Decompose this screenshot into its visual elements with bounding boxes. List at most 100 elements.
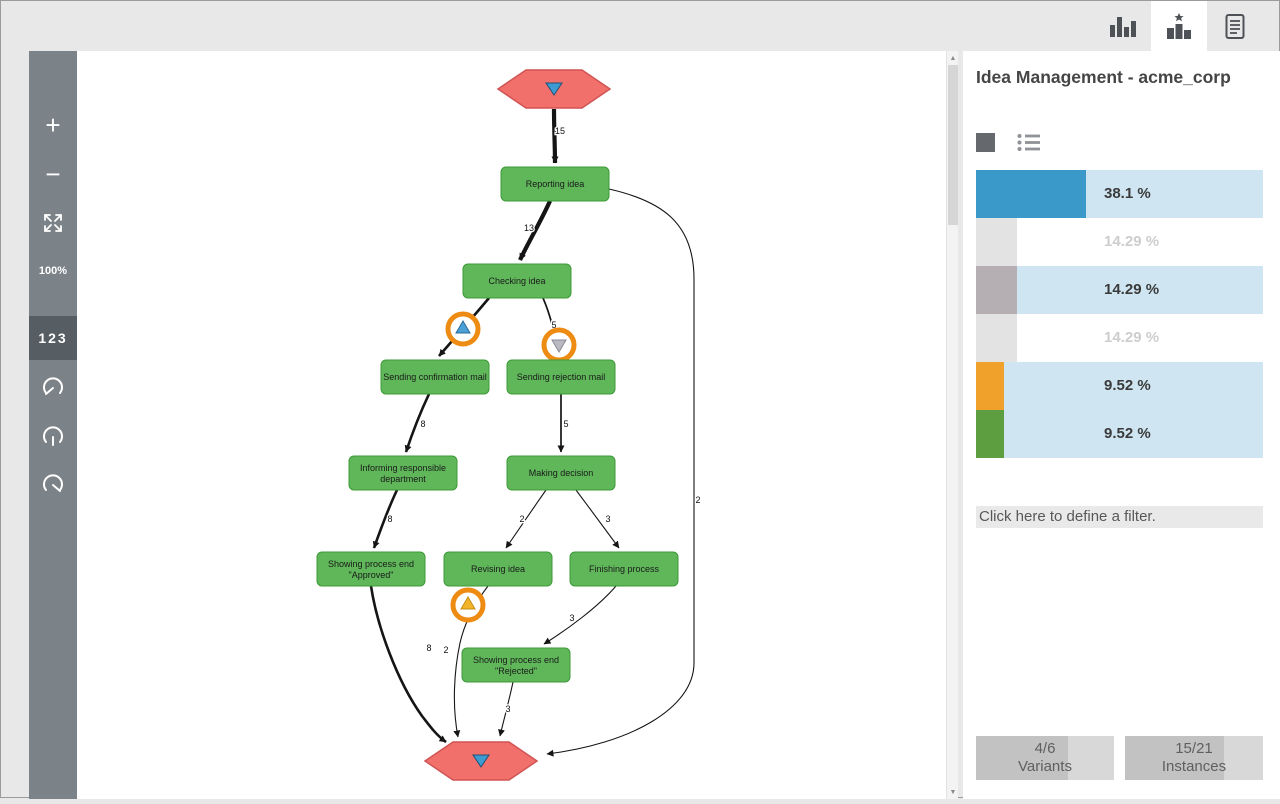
stat-value: 4/6 (1034, 740, 1056, 757)
svg-text:13: 13 (524, 223, 534, 233)
edge-labels: 15 13 8 5 8 5 8 2 3 3 8 2 3 2 (386, 125, 702, 716)
speedometer-low-icon (43, 377, 63, 395)
variant-percent: 38.1 % (1104, 185, 1151, 202)
expand-arrows-icon (44, 214, 62, 232)
node-finishing-process[interactable]: Finishing process (569, 551, 679, 587)
svg-text:"Approved": "Approved" (349, 570, 394, 580)
svg-text:8: 8 (387, 514, 392, 524)
variant-bar (976, 314, 1018, 362)
node-showing-process-end-approved[interactable]: Showing process end "Approved" (316, 551, 426, 587)
svg-text:Sending confirmation mail: Sending confirmation mail (383, 372, 487, 382)
gauge-button-2[interactable] (29, 422, 77, 450)
node-start-event[interactable] (496, 69, 612, 109)
node-informing-responsible-department[interactable]: Informing responsible department (348, 455, 458, 491)
variant-percent: 9.52 % (1104, 377, 1151, 394)
stats-row: 4/6 Variants 15/21 Instances (976, 736, 1263, 780)
canvas-scrollbar[interactable]: ▲ ▼ (946, 51, 958, 799)
scroll-up-icon[interactable]: ▲ (949, 54, 957, 62)
zoom-in-button[interactable]: + (29, 111, 77, 139)
stat-box[interactable]: 4/6 Variants (976, 736, 1114, 780)
minus-icon: − (45, 159, 61, 189)
speedometer-medium-icon (43, 426, 63, 446)
gauge-button-3[interactable] (29, 470, 77, 498)
process-map-canvas[interactable]: 15 13 8 5 8 5 8 2 3 3 8 2 3 2 (77, 51, 958, 799)
svg-text:5: 5 (563, 419, 568, 429)
frequency-toggle-button[interactable]: 123 (29, 316, 77, 360)
process-edges (369, 108, 695, 757)
variant-bar (976, 410, 1004, 458)
variant-percent: 14.29 % (1104, 281, 1160, 298)
variant-row[interactable]: 14.29 % (976, 266, 1263, 314)
fit-screen-button[interactable] (29, 211, 77, 235)
svg-text:8: 8 (426, 643, 431, 653)
tab-variants-view[interactable] (1151, 1, 1207, 51)
node-sending-rejection-mail[interactable]: Sending rejection mail (506, 359, 616, 395)
node-showing-process-end-rejected[interactable]: Showing process end "Rejected" (461, 647, 571, 683)
variant-row[interactable]: 38.1 % (976, 170, 1263, 218)
variant-row[interactable]: 14.29 % (976, 218, 1263, 266)
variant-bar (976, 170, 1087, 218)
svg-text:Showing process end: Showing process end (328, 559, 414, 569)
panel-title: Idea Management - acme_corp (976, 67, 1231, 87)
event-marker-revising[interactable] (450, 587, 486, 623)
svg-text:Checking idea: Checking idea (488, 276, 545, 286)
svg-text:Revising idea: Revising idea (471, 564, 525, 574)
stat-label: Variants (1018, 758, 1072, 775)
panel-view-icons (976, 133, 1040, 152)
list-view-icon[interactable] (1017, 133, 1040, 152)
variant-bar (976, 362, 1004, 410)
tab-report-view[interactable] (1207, 1, 1263, 51)
variant-bar (976, 218, 1018, 266)
svg-text:Informing responsible: Informing responsible (360, 463, 446, 473)
stat-label: Instances (1161, 758, 1227, 775)
view-tabs (1095, 1, 1263, 51)
variant-row[interactable]: 9.52 % (976, 362, 1263, 410)
zoom-level: 100% (38, 265, 68, 277)
variant-row[interactable]: 14.29 % (976, 314, 1263, 362)
variants-panel: Idea Management - acme_corp 38.1 % 14.29 … (963, 51, 1280, 799)
svg-text:department: department (380, 474, 426, 484)
node-reporting-idea[interactable]: Reporting idea (500, 166, 610, 202)
svg-text:8: 8 (420, 419, 425, 429)
node-sending-confirmation-mail[interactable]: Sending confirmation mail (380, 359, 490, 395)
variant-percent: 9.52 % (1104, 425, 1151, 442)
event-marker-confirmation[interactable] (445, 311, 481, 347)
left-toolbar: + − 100% 123 (29, 51, 77, 799)
variant-bar (976, 266, 1018, 314)
stat-box[interactable]: 15/21 Instances (1125, 736, 1263, 780)
stat-fill (1125, 736, 1224, 780)
stat-fill (976, 736, 1068, 780)
variant-row[interactable]: 9.52 % (976, 410, 1263, 458)
bar-chart-icon (1110, 17, 1136, 37)
gauge-button-1[interactable] (29, 373, 77, 401)
svg-text:15: 15 (555, 126, 565, 136)
node-checking-idea[interactable]: Checking idea (462, 263, 572, 299)
star-podium-icon (1167, 12, 1191, 39)
svg-text:"Rejected": "Rejected" (495, 666, 537, 676)
scroll-down-icon[interactable]: ▼ (949, 788, 957, 796)
process-map: 15 13 8 5 8 5 8 2 3 3 8 2 3 2 (316, 69, 702, 781)
document-icon (1225, 13, 1245, 39)
svg-text:2: 2 (695, 495, 700, 505)
zoom-out-button[interactable]: − (29, 160, 77, 188)
svg-text:3: 3 (505, 704, 510, 714)
svg-text:5: 5 (551, 320, 556, 330)
svg-text:Sending rejection mail: Sending rejection mail (517, 372, 606, 382)
node-revising-idea[interactable]: Revising idea (443, 551, 553, 587)
event-marker-rejection[interactable] (541, 327, 577, 363)
tab-chart-view[interactable] (1095, 1, 1151, 51)
filter-prompt[interactable]: Click here to define a filter. (976, 506, 1263, 528)
svg-text:3: 3 (569, 613, 574, 623)
plus-icon: + (45, 110, 61, 140)
node-end-event[interactable] (423, 741, 539, 781)
svg-text:Making decision: Making decision (529, 468, 594, 478)
scrollbar-thumb[interactable] (948, 65, 958, 225)
svg-text:Showing process end: Showing process end (473, 655, 559, 665)
svg-text:Reporting idea: Reporting idea (526, 179, 585, 189)
node-making-decision[interactable]: Making decision (506, 455, 616, 491)
variant-percent: 14.29 % (1104, 329, 1160, 346)
top-bar (1, 1, 1279, 51)
svg-text:3: 3 (605, 514, 610, 524)
square-view-icon[interactable] (976, 133, 995, 152)
